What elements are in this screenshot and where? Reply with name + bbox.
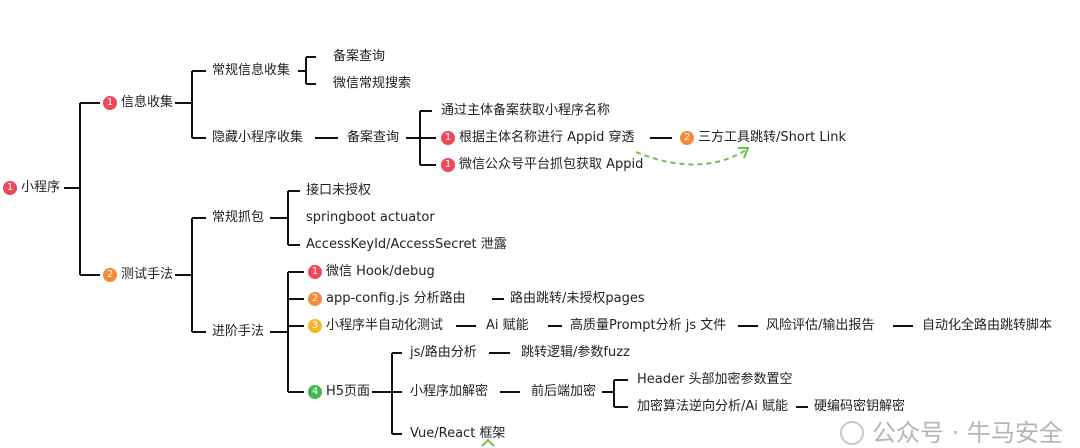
badge-icon: 1 xyxy=(103,96,117,110)
badge-icon: 1 xyxy=(308,265,322,279)
watermark-text: 公众号 · 牛马安全 xyxy=(872,419,1063,447)
watermark: 公众号 · 牛马安全 xyxy=(840,419,1063,447)
node-appid-penetration[interactable]: 1 根据主体名称进行 Appid 穿透 xyxy=(441,129,635,147)
node-wechat-search[interactable]: 微信常规搜索 xyxy=(333,76,412,91)
node-appid-capture[interactable]: 1 微信公众号平台抓包获取 Appid xyxy=(441,156,643,174)
node-fuzz[interactable]: 跳转逻辑/参数fuzz xyxy=(521,345,630,360)
node-regular-info[interactable]: 常规信息收集 xyxy=(212,63,291,78)
node-label: 微信公众号平台抓包获取 Appid xyxy=(459,157,644,172)
node-test-methods[interactable]: 2 测试手法 xyxy=(103,266,173,284)
node-hardcoded-key[interactable]: 硬编码密钥解密 xyxy=(814,399,906,414)
node-label: 信息收集 xyxy=(121,95,174,110)
badge-icon: 2 xyxy=(680,131,694,145)
node-label: 小程序 xyxy=(21,180,61,195)
node-app-config[interactable]: 2 app-config.js 分析路由 xyxy=(308,290,466,308)
node-label: 微信 Hook/debug xyxy=(326,264,435,279)
node-key-leak[interactable]: AccessKeyId/AccessSecret 泄露 xyxy=(306,237,507,252)
node-label: app-config.js 分析路由 xyxy=(326,291,466,306)
node-springboot[interactable]: springboot actuator xyxy=(306,210,435,225)
node-h5[interactable]: 4 H5页面 xyxy=(308,383,370,401)
node-label: 测试手法 xyxy=(121,267,174,282)
node-unauth-api[interactable]: 接口未授权 xyxy=(306,183,372,198)
node-ai[interactable]: Ai 赋能 xyxy=(486,318,529,333)
node-prompt[interactable]: 高质量Prompt分析 js 文件 xyxy=(570,318,727,333)
node-hidden-record-query[interactable]: 备案查询 xyxy=(347,130,400,145)
badge-icon: 1 xyxy=(3,181,17,195)
badge-icon: 2 xyxy=(103,268,117,282)
node-label: H5页面 xyxy=(326,384,371,399)
badge-icon: 1 xyxy=(441,131,455,145)
node-regular-capture[interactable]: 常规抓包 xyxy=(212,210,265,225)
node-frontend-backend-crypto[interactable]: 前后端加密 xyxy=(531,384,597,399)
node-auto-script[interactable]: 自动化全路由跳转脚本 xyxy=(922,318,1053,333)
node-js-route[interactable]: js/路由分析 xyxy=(410,345,477,360)
node-label: 小程序半自动化测试 xyxy=(326,318,444,333)
node-header-empty[interactable]: Header 头部加密参数置空 xyxy=(637,372,793,387)
node-info-collection[interactable]: 1 信息收集 xyxy=(103,94,173,112)
node-hook[interactable]: 1 微信 Hook/debug xyxy=(308,263,435,281)
node-semi-auto[interactable]: 3 小程序半自动化测试 xyxy=(308,317,443,335)
node-vue-react[interactable]: Vue/React 框架 xyxy=(410,426,506,441)
node-advanced[interactable]: 进阶手法 xyxy=(212,324,265,339)
wechat-icon xyxy=(840,421,864,445)
badge-icon: 2 xyxy=(308,292,322,306)
badge-icon: 3 xyxy=(308,319,322,333)
node-record-query[interactable]: 备案查询 xyxy=(333,49,386,64)
node-reverse[interactable]: 加密算法逆向分析/Ai 赋能 xyxy=(637,399,789,414)
node-label: 三方工具跳转/Short Link xyxy=(698,130,847,145)
root-node[interactable]: 1 小程序 xyxy=(3,179,60,197)
node-hidden-miniprogram[interactable]: 隐藏小程序收集 xyxy=(212,130,304,145)
badge-icon: 1 xyxy=(441,158,455,172)
badge-icon: 4 xyxy=(308,385,322,399)
node-label: 根据主体名称进行 Appid 穿透 xyxy=(459,130,635,145)
node-risk-report[interactable]: 风险评估/输出报告 xyxy=(766,318,875,333)
node-crypto[interactable]: 小程序加解密 xyxy=(410,384,489,399)
node-route-jump[interactable]: 路由跳转/未授权pages xyxy=(510,291,645,306)
node-short-link[interactable]: 2 三方工具跳转/Short Link xyxy=(680,129,846,147)
node-name-via-record[interactable]: 通过主体备案获取小程序名称 xyxy=(441,103,611,118)
